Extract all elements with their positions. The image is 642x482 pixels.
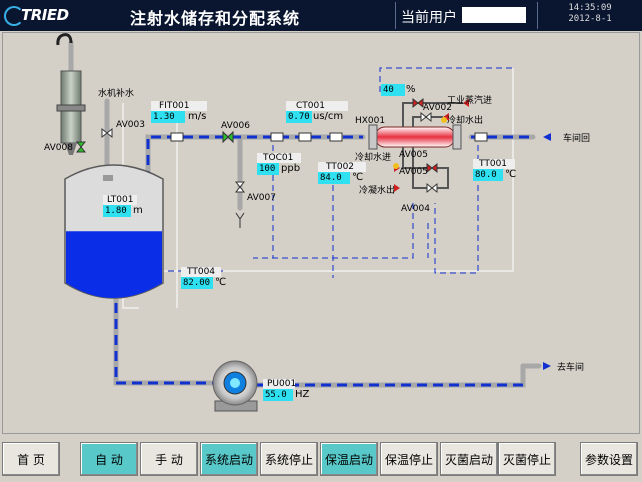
pump-pu001-icon[interactable]	[212, 360, 258, 412]
tt002-unit: ℃	[352, 172, 364, 183]
valve-av005-label: AV005	[399, 150, 428, 160]
sensor-tt001-icon	[474, 132, 488, 142]
auto-button[interactable]: 自 动	[80, 442, 138, 476]
process-diagram-area: 水机补水 AV003 AV008 AV006 AV007 FIT001 1.30…	[2, 32, 640, 434]
lt001-unit: m	[133, 205, 143, 216]
valve-av005-icon[interactable]	[426, 162, 438, 174]
tt001-unit: ℃	[505, 169, 517, 180]
ct001-value: 0.70	[286, 111, 312, 123]
system-stop-button[interactable]: 系统停止	[260, 442, 318, 476]
process-diagram	[56, 33, 551, 412]
tt004-value: 82.00	[181, 277, 213, 289]
valve-av003-icon[interactable]	[101, 127, 113, 139]
hx001-label: HX001	[355, 116, 386, 126]
to-workshop-label: 去车间	[557, 363, 585, 373]
valve-av002-label: AV002	[423, 103, 452, 113]
system-start-button[interactable]: 系统启动	[200, 442, 258, 476]
current-user-field[interactable]	[462, 7, 526, 23]
status-dot-icon	[393, 163, 399, 169]
valve-av006-label: AV006	[221, 121, 250, 131]
fit001-value: 1.30	[151, 111, 185, 123]
steam-arrow-icon	[463, 99, 469, 107]
lt001-tag: LT001	[103, 195, 137, 205]
valve-av008-label: AV008	[44, 143, 73, 153]
valve-av002-icon[interactable]	[420, 111, 432, 123]
home-button[interactable]: 首 页	[2, 442, 60, 476]
condensate-arrow-icon	[394, 184, 400, 192]
header-divider	[395, 2, 396, 29]
ct001-unit: us/cm	[313, 111, 344, 122]
cooling-out-label: 冷却水出	[447, 116, 484, 126]
valve-av006-icon[interactable]	[222, 130, 234, 144]
tt001-value: 80.0	[473, 169, 503, 181]
company-logo: TRIED	[4, 5, 69, 27]
tt004-unit: ℃	[215, 277, 227, 288]
toc01-tag: TOC01	[257, 153, 301, 163]
fit001-unit: m/s	[188, 111, 207, 122]
keep-warm-stop-button[interactable]: 保温停止	[380, 442, 438, 476]
supply-arrow-icon	[543, 362, 551, 370]
valve-av003-label: AV003	[116, 120, 145, 130]
tt004-tag: TT004	[181, 267, 221, 277]
header-bar: TRIED 注射水储存和分配系统 当前用户 14:35:09 2012-8-1	[0, 0, 642, 31]
heat-exchanger-side-lines	[402, 102, 463, 189]
return-arrow-icon	[543, 133, 551, 141]
steam-valve-unit: %	[406, 84, 416, 95]
filter-flange	[56, 104, 86, 112]
return-from-workshop-label: 车间回	[563, 134, 591, 144]
logo-text: TRIED	[21, 6, 69, 24]
valve-av004-label: AV004	[401, 204, 430, 214]
logo-swirl-icon	[4, 6, 24, 26]
manual-button[interactable]: 手 动	[140, 442, 198, 476]
sterilize-stop-button[interactable]: 灭菌停止	[498, 442, 556, 476]
toc01-value: 100	[257, 163, 279, 175]
sensor-tt002-icon	[329, 132, 343, 142]
valve-av008-icon[interactable]	[75, 141, 87, 153]
clock-display: 14:35:09 2012-8-1	[566, 3, 614, 25]
sensor-toc01-icon	[270, 132, 284, 142]
pu001-tag: PU001	[263, 379, 296, 389]
valve-av007-label: AV007	[247, 193, 276, 203]
ct001-tag: CT001	[286, 101, 348, 111]
storage-tank	[64, 164, 164, 299]
condensate-out-label: 冷凝水出	[359, 186, 396, 196]
valve-av005-label-2: AV005	[399, 167, 428, 177]
parameter-settings-button[interactable]: 参数设置	[580, 442, 638, 476]
fit001-tag: FIT001	[151, 101, 207, 111]
drain-outlet-icon	[235, 212, 245, 228]
heat-exchanger-hx001	[368, 124, 462, 150]
industrial-steam-label: 工业蒸汽进	[447, 96, 493, 106]
tt002-tag: TT002	[318, 162, 366, 172]
current-user-label: 当前用户	[401, 10, 457, 26]
tt001-tag: TT001	[473, 159, 515, 169]
valve-steam-icon[interactable]	[412, 97, 424, 109]
page-title: 注射水储存和分配系统	[130, 9, 301, 28]
sensor-ct001-icon	[298, 132, 312, 142]
keep-warm-start-button[interactable]: 保温启动	[320, 442, 378, 476]
lt001-value: 1.80	[103, 205, 131, 217]
tt002-value: 84.0	[318, 172, 350, 184]
sterilize-start-button[interactable]: 灭菌启动	[440, 442, 498, 476]
valve-av004-icon[interactable]	[426, 182, 438, 194]
clock-date: 2012-8-1	[568, 14, 612, 24]
cooling-out-arrow-icon	[443, 113, 449, 121]
cooling-in-label: 冷却水进	[355, 153, 392, 163]
steam-valve-value: 40	[381, 84, 405, 96]
sensor-fit001-icon	[170, 132, 184, 142]
filter-outlet	[65, 143, 77, 155]
header-divider	[537, 2, 538, 29]
valve-av007-icon[interactable]	[234, 181, 246, 193]
gooseneck-icon	[56, 33, 73, 46]
status-dot-icon	[441, 117, 447, 123]
toc01-unit: ppb	[281, 163, 301, 174]
pu001-value: 55.0	[263, 389, 293, 401]
makeup-water-label: 水机补水	[98, 89, 135, 99]
pu001-unit: HZ	[295, 389, 310, 400]
flow-indicators	[114, 135, 533, 387]
clock-time: 14:35:09	[568, 3, 612, 13]
